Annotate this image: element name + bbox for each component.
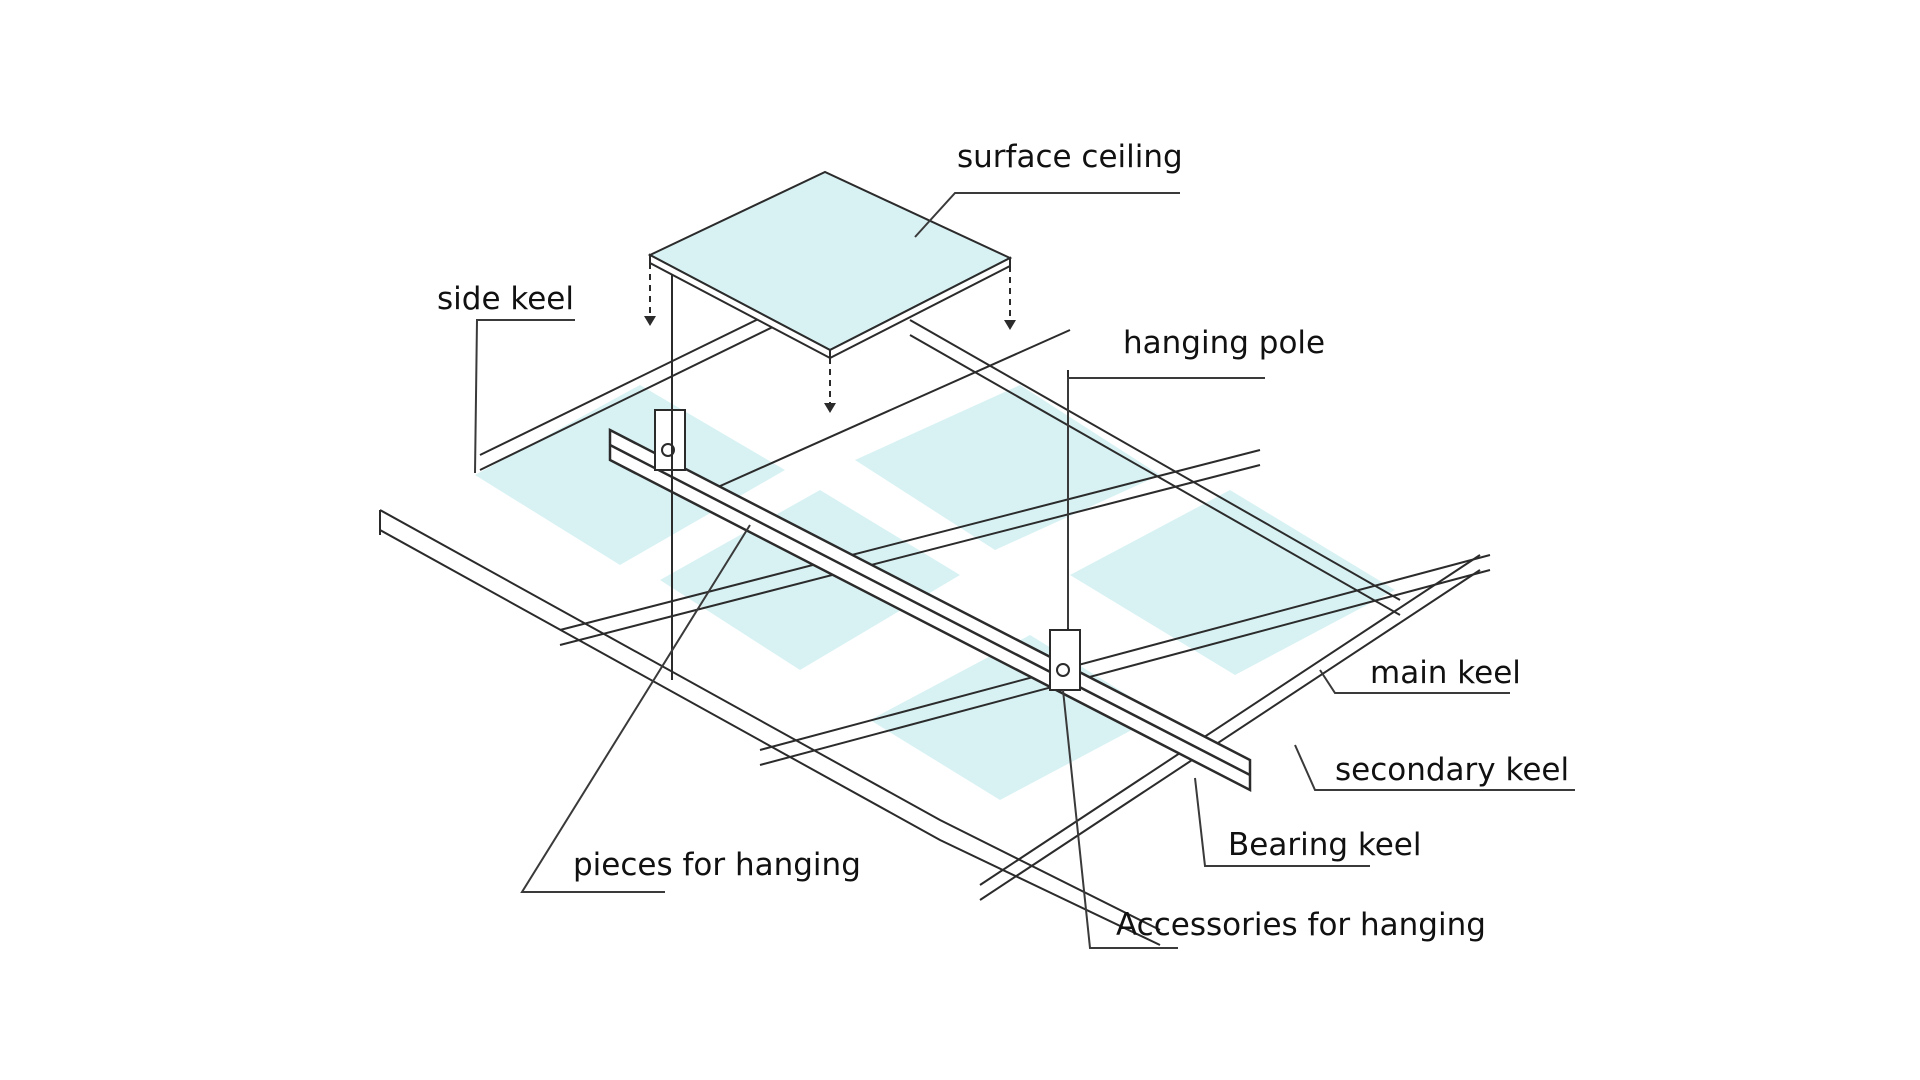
leader-pieces-for-hanging <box>520 524 751 893</box>
leader-lines <box>474 192 1575 949</box>
label-side-keel: side keel <box>437 281 574 317</box>
leader-hanging-pole <box>1067 377 1265 628</box>
leader-main-keel <box>1319 669 1510 694</box>
label-main-keel: main keel <box>1370 655 1521 691</box>
bearing-keel-edge <box>609 443 1251 777</box>
drop-arrowhead-left <box>644 316 656 326</box>
bracket-right-bolt <box>1056 663 1070 677</box>
cross-keel-2b <box>759 569 1491 766</box>
cross-keel-1 <box>559 449 1261 631</box>
side-keel-rail <box>379 509 1161 931</box>
cross-keel-1b <box>559 464 1261 646</box>
label-bearing-keel: Bearing keel <box>1228 827 1422 863</box>
secondary-keels <box>559 329 1491 901</box>
drop-arrowhead-right <box>1004 320 1016 330</box>
label-pieces-for-hanging: pieces for hanging <box>573 847 861 883</box>
drop-arrowheads <box>644 316 1016 413</box>
cross-keel-2 <box>759 554 1491 751</box>
leader-bearing-keel <box>1194 777 1370 867</box>
back-rail <box>909 319 1401 601</box>
bracket-left <box>654 409 686 471</box>
leader-side-keel <box>474 319 575 474</box>
cross-keel-3b <box>979 569 1481 901</box>
panel-right <box>1070 490 1395 675</box>
label-secondary-keel: secondary keel <box>1335 752 1570 788</box>
hanging-brackets <box>654 409 1081 691</box>
bearing-keel <box>608 427 1252 793</box>
label-accessories-for-hanging: Accessories for hanging <box>1116 907 1486 943</box>
cross-keel-3 <box>979 554 1481 886</box>
back-rail-2 <box>909 334 1401 616</box>
surface-panel-top <box>647 170 1013 352</box>
label-hanging-pole: hanging pole <box>1123 325 1326 361</box>
panel-back <box>855 385 1160 550</box>
bracket-right <box>1049 629 1081 691</box>
leader-secondary-keel <box>1294 744 1575 791</box>
cross-keel-4 <box>699 329 1071 496</box>
main-keel-rails <box>379 244 1401 946</box>
drop-arrows <box>649 263 1011 405</box>
drop-arrowhead-center <box>824 403 836 413</box>
leader-accessories-for-hanging <box>1062 689 1178 949</box>
panel-left <box>475 385 785 565</box>
label-surface-ceiling: surface ceiling <box>957 139 1183 175</box>
surface-ceiling-panel <box>647 170 1013 360</box>
leader-surface-ceiling <box>914 192 1180 238</box>
